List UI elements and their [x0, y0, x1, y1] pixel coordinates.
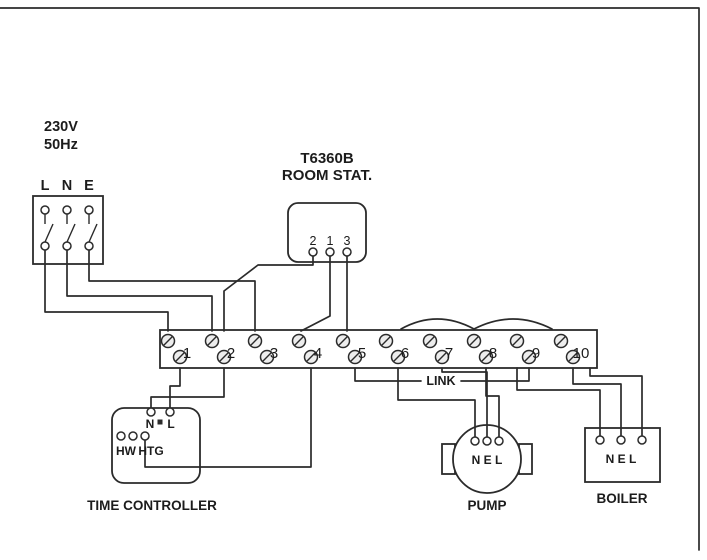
isolator-terminal-bottom	[40, 241, 50, 251]
screw-slot	[393, 352, 403, 362]
isolator-terminal-bottom	[84, 241, 94, 251]
screw-slot	[556, 336, 566, 346]
screw-slot	[512, 336, 522, 346]
wire-strip-loop-right	[473, 318, 553, 330]
time-controller-box	[111, 407, 201, 484]
stat-terminal-2-label: 2	[310, 234, 317, 248]
stat-terminal-1	[325, 247, 335, 257]
stat-terminal-2	[308, 247, 318, 257]
strip-terminal-10-label: 10	[573, 345, 590, 362]
isolator-terminal-top	[84, 205, 94, 215]
stat-terminal-1-label: 1	[327, 234, 334, 248]
controller-htg-label: HTG	[138, 444, 163, 458]
screw-slot	[481, 352, 491, 362]
screw-slot	[437, 352, 447, 362]
strip-terminal-8-label: 8	[489, 345, 497, 362]
boiler-label: BOILER	[596, 491, 647, 506]
screw-slot	[338, 336, 348, 346]
boiler-terminal-e	[616, 435, 626, 445]
strip-terminal-9-label: 9	[532, 345, 540, 362]
wire-pump-neutral	[397, 367, 476, 438]
controller-hw-label: HW	[116, 444, 137, 458]
stat-terminal-3-label: 3	[344, 234, 351, 248]
controller-terminal-htg-b	[140, 431, 150, 441]
wire-strip-loop-left	[400, 318, 475, 330]
screw-slot	[207, 336, 217, 346]
isolator-terminal-top	[62, 205, 72, 215]
screw-slot	[175, 352, 185, 362]
stat-terminal-3	[342, 247, 352, 257]
strip-terminal-7-label: 7	[445, 345, 453, 362]
controller-n-label: N	[146, 417, 155, 431]
wire-link-right	[460, 367, 530, 382]
screw-slot	[163, 336, 173, 346]
screw-slot	[306, 352, 316, 362]
pump-terminal-l	[494, 436, 504, 446]
wire-pump-live	[485, 367, 500, 438]
screw-slot	[250, 336, 260, 346]
pump-label: PUMP	[467, 498, 506, 513]
boiler-terminals-label: N E L	[606, 452, 637, 466]
pump-terminals-label: N E L	[472, 453, 503, 467]
supply-terminal-e-label: E	[84, 178, 94, 194]
wire-supply-live	[44, 249, 169, 332]
controller-l-label: L	[167, 417, 174, 431]
wire-stat-terminal1	[300, 255, 331, 332]
controller-terminal-marker	[157, 419, 163, 425]
time-controller-label: TIME CONTROLLER	[87, 498, 217, 513]
strip-terminal-1-label: 1	[183, 345, 191, 362]
room-stat-name: ROOM STAT.	[282, 167, 372, 184]
screw-slot	[568, 352, 578, 362]
room-stat-model: T6360B	[300, 150, 354, 167]
wire-supply-earth	[88, 249, 256, 332]
strip-terminal-2-label: 2	[227, 345, 235, 362]
strip-terminal-5-label: 5	[358, 345, 366, 362]
supply-terminal-l-label: L	[41, 178, 50, 194]
isolator-switch-blade	[88, 223, 98, 243]
wire-supply-neutral	[66, 249, 213, 332]
boiler-terminal-n	[595, 435, 605, 445]
pump-terminal-e	[482, 436, 492, 446]
link-label: LINK	[426, 374, 455, 388]
screw-slot	[294, 336, 304, 346]
supply-voltage-label: 230V	[44, 119, 78, 135]
wire-link-left	[354, 367, 422, 382]
pump-terminal-n	[470, 436, 480, 446]
wire-strip-to-controller-neutral	[150, 367, 225, 410]
wire-boiler-neutral	[516, 367, 601, 437]
screw-slot	[469, 336, 479, 346]
page-border	[0, 7, 700, 551]
wire-controller-htg-to-strip	[144, 367, 312, 468]
isolator-terminal-top	[40, 205, 50, 215]
controller-terminal-n	[146, 407, 156, 417]
screw-slot	[381, 336, 391, 346]
screw-slot	[219, 352, 229, 362]
strip-terminal-4-label: 4	[314, 345, 322, 362]
controller-terminal-htg-a	[128, 431, 138, 441]
screw-slot	[262, 352, 272, 362]
isolator-switch-blade	[66, 223, 76, 243]
controller-terminal-hw	[116, 431, 126, 441]
wire-pump-earth	[441, 367, 488, 438]
wire-strip-to-controller-live	[169, 367, 181, 410]
isolator-terminal-bottom	[62, 241, 72, 251]
wire-boiler-earth	[572, 367, 622, 437]
strip-terminal-6-label: 6	[401, 345, 409, 362]
strip-terminal-3-label: 3	[270, 345, 278, 362]
supply-frequency-label: 50Hz	[44, 137, 78, 153]
boiler-terminal-l	[637, 435, 647, 445]
controller-terminal-l	[165, 407, 175, 417]
room-stat-box	[287, 202, 367, 263]
wire-boiler-live	[589, 367, 643, 437]
wire-stat-terminal2	[223, 255, 314, 332]
screw-slot	[524, 352, 534, 362]
screw-slot	[425, 336, 435, 346]
supply-terminal-n-label: N	[62, 178, 72, 194]
screw-slot	[350, 352, 360, 362]
isolator-switch-blade	[44, 223, 54, 243]
